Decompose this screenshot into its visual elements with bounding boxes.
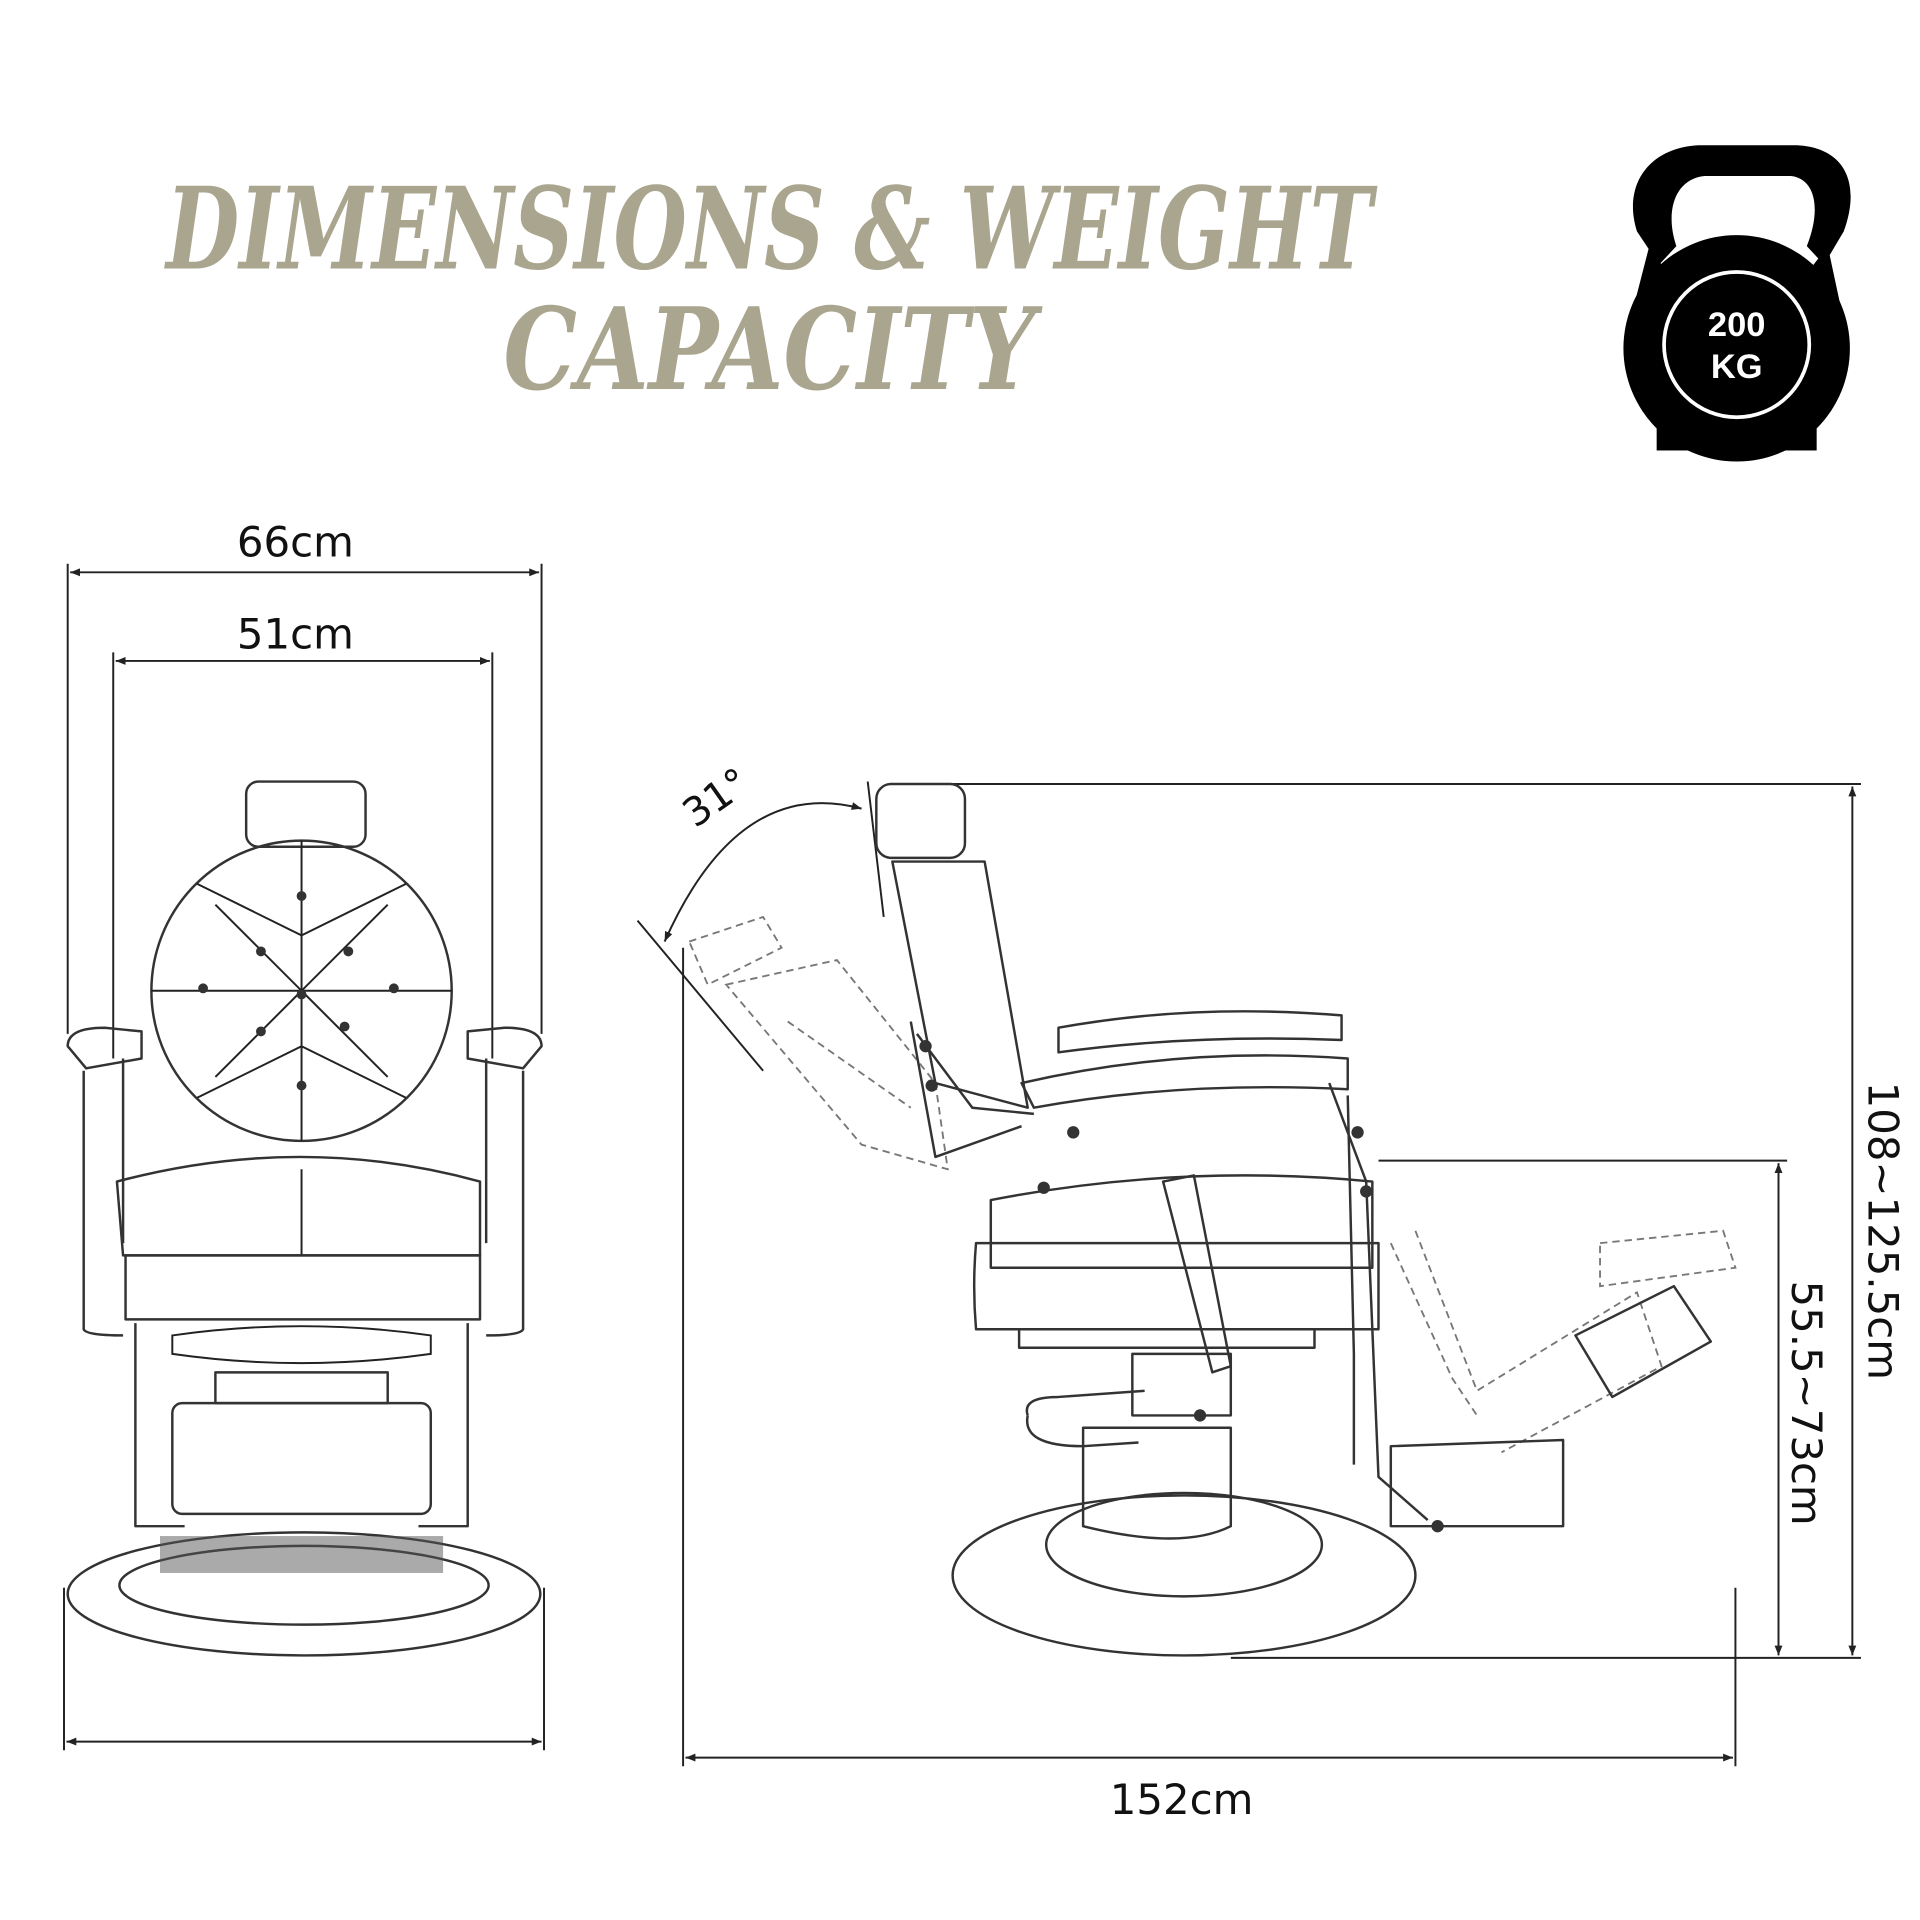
front-dimension-lines: [63, 563, 545, 1751]
weight-value: 200: [1708, 306, 1765, 344]
front-view-chair: [66, 780, 543, 1657]
overall-width-label: 66cm: [237, 517, 354, 566]
overall-length-label: 152cm: [1110, 1775, 1254, 1824]
recline-angle-label: 31°: [674, 759, 758, 837]
overall-height-label: 108~125.5cm: [1858, 1082, 1907, 1380]
seat-height-label: 55.5~73cm: [1782, 1281, 1831, 1526]
kettlebell-icon: 200 KG: [1623, 145, 1851, 462]
title-line-2: CAPACITY: [503, 283, 1042, 416]
seat-width-label: 51cm: [237, 610, 354, 659]
weight-unit: KG: [1711, 348, 1763, 386]
side-dimension-lines: [636, 781, 1861, 1767]
title-line-1: DIMENSIONS & WEIGHT: [164, 162, 1378, 295]
side-view-chair: [688, 782, 1737, 1657]
